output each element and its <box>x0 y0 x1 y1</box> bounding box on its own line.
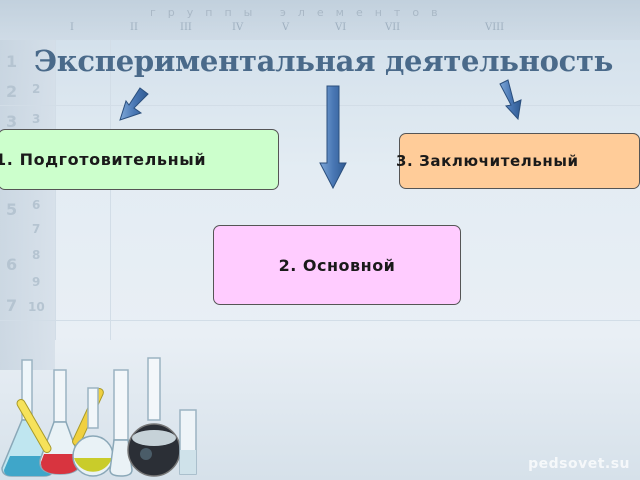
table-header-strip <box>0 0 640 40</box>
period-number: 7 <box>6 296 18 315</box>
group-numeral: II <box>130 22 138 33</box>
flask-icon <box>72 387 114 477</box>
groups-caption: группы элементов <box>150 6 450 19</box>
arrow-to-stage3 <box>499 79 522 121</box>
page-title: Экспериментальная деятельность <box>34 44 614 78</box>
stage-2-label: 2. Основной <box>278 255 396 275</box>
row-number: 9 <box>32 275 41 289</box>
stage-1-label: 1. Подготовительный <box>0 150 207 169</box>
row-number: 2 <box>32 82 41 96</box>
flask-icon <box>39 369 81 475</box>
period-number: 6 <box>6 255 18 274</box>
lab-flasks-illustration <box>1 357 197 477</box>
row-number: 7 <box>32 222 41 236</box>
period-number: 5 <box>6 200 18 219</box>
group-numeral: VII <box>385 22 401 33</box>
row-number: 8 <box>32 248 41 262</box>
stage-2-box: 2. Основной <box>213 225 461 305</box>
period-number: 2 <box>6 82 18 101</box>
stage-3-label: 3. Заключительный <box>396 152 579 170</box>
row-number: 10 <box>28 300 45 314</box>
period-column <box>0 40 55 370</box>
group-numeral: VIII <box>485 22 505 33</box>
flask-icon <box>127 357 181 477</box>
arrow-to-stage1 <box>119 87 149 121</box>
flask-icon <box>109 369 133 477</box>
stage-1-box: 1. Подготовительный <box>0 129 279 190</box>
period-number: 3 <box>6 112 18 131</box>
grid-line <box>110 40 111 340</box>
group-numeral: IV <box>232 22 244 33</box>
group-numeral: V <box>282 22 290 33</box>
arrow-to-stage2 <box>319 85 347 190</box>
grid-line <box>0 320 640 321</box>
group-numeral: I <box>70 22 74 33</box>
group-numeral: III <box>180 22 192 33</box>
period-number: 1 <box>6 52 18 71</box>
row-number: 3 <box>32 112 41 126</box>
stage-3-box: 3. Заключительный <box>396 133 640 189</box>
flask-icon <box>179 409 197 475</box>
grid-line <box>55 40 56 340</box>
grid-line <box>0 105 640 106</box>
group-numeral: VI <box>335 22 347 33</box>
watermark: pedsovet.su <box>528 456 630 472</box>
row-number: 6 <box>32 198 41 212</box>
